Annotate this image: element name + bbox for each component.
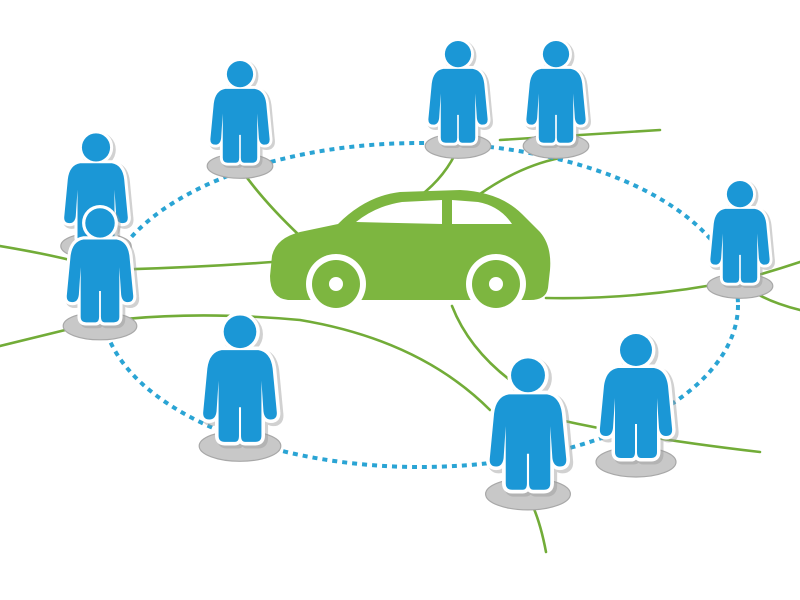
person-icon: [490, 358, 569, 492]
person-icon: [203, 315, 279, 444]
person-icon: [600, 334, 675, 461]
car-front-wheel: [466, 254, 526, 314]
person-icon: [710, 181, 771, 285]
car-icon: [270, 190, 551, 314]
person-icon: [428, 41, 489, 145]
connection-line: [478, 156, 562, 196]
person-bases: [60, 133, 774, 511]
car-rear-window: [356, 200, 442, 224]
car-rear-wheel: [306, 254, 366, 314]
person-icon: [526, 41, 587, 145]
car-front-window: [452, 200, 512, 224]
connection-line: [96, 314, 492, 412]
person-icon: [210, 61, 271, 165]
